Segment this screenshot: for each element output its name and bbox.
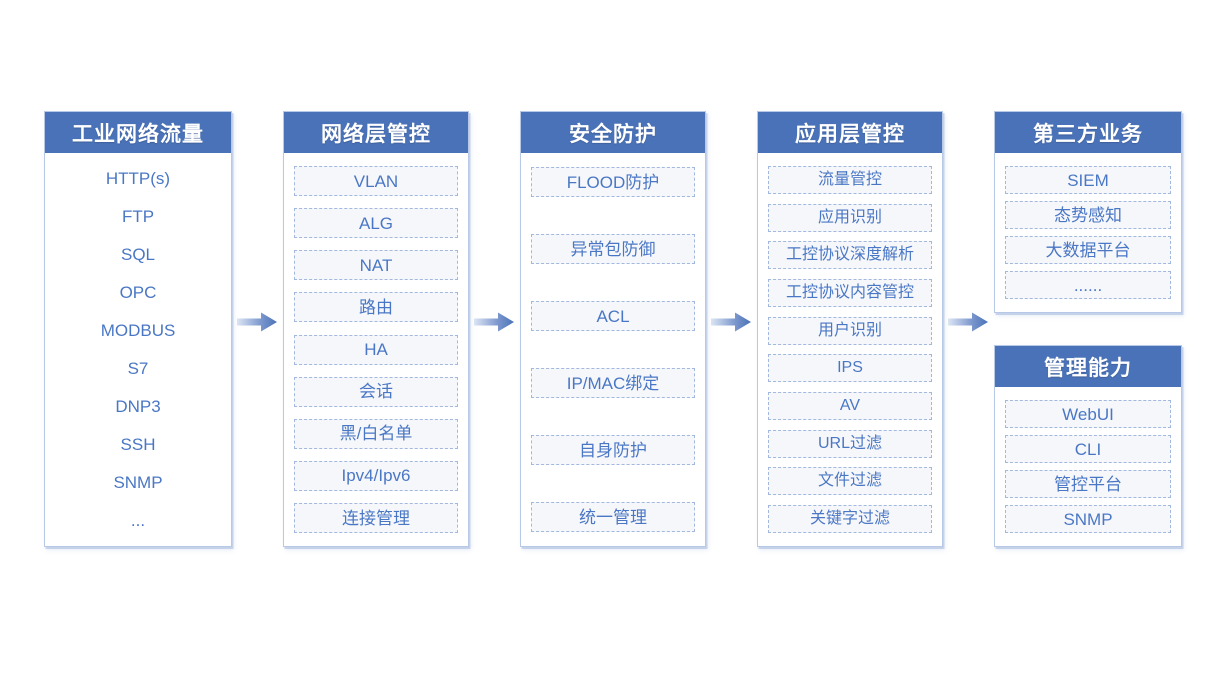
column-management-capability: 管理能力 WebUI CLI 管控平台 SNMP bbox=[994, 345, 1182, 547]
feature-item: 路由 bbox=[294, 292, 458, 323]
protocol-item: SSH bbox=[120, 435, 156, 455]
protocol-item: MODBUS bbox=[100, 320, 176, 340]
feature-item-ellipsis: ...... bbox=[1005, 271, 1171, 299]
arrow-right-icon bbox=[711, 312, 751, 332]
column-body-security: FLOOD防护 异常包防御 ACL IP/MAC绑定 自身防护 统一管理 bbox=[521, 153, 705, 546]
feature-item: 文件过滤 bbox=[768, 467, 932, 496]
feature-item: 态势感知 bbox=[1005, 201, 1171, 229]
column-application-layer-control: 应用层管控 流量管控 应用识别 工控协议深度解析 工控协议内容管控 用户识别 I… bbox=[757, 111, 943, 547]
feature-item: SIEM bbox=[1005, 166, 1171, 194]
feature-item: 工控协议内容管控 bbox=[768, 278, 932, 307]
protocol-item: DNP3 bbox=[115, 397, 161, 417]
feature-item: 统一管理 bbox=[531, 502, 695, 532]
feature-item: 流量管控 bbox=[768, 166, 932, 194]
arrow-right-icon bbox=[948, 312, 988, 332]
feature-item: 关键字过滤 bbox=[768, 504, 932, 533]
arrow-right-icon bbox=[474, 312, 514, 332]
feature-item: 应用识别 bbox=[768, 203, 932, 232]
feature-item: URL过滤 bbox=[768, 429, 932, 458]
feature-item: AV bbox=[768, 391, 932, 420]
feature-item: FLOOD防护 bbox=[531, 167, 695, 197]
column-header-security: 安全防护 bbox=[521, 112, 705, 153]
feature-item: IP/MAC绑定 bbox=[531, 368, 695, 398]
feature-item: 大数据平台 bbox=[1005, 236, 1171, 264]
column-network-layer-control: 网络层管控 VLAN ALG NAT 路由 HA 会话 黑/白名单 Ipv4/I… bbox=[283, 111, 469, 547]
column-header-third-party: 第三方业务 bbox=[995, 112, 1181, 153]
feature-item: 连接管理 bbox=[294, 503, 458, 533]
column-header-industrial-traffic: 工业网络流量 bbox=[45, 112, 231, 153]
protocol-item: SQL bbox=[120, 244, 156, 264]
column-body-management: WebUI CLI 管控平台 SNMP bbox=[995, 387, 1181, 546]
arrow-right-icon bbox=[237, 312, 277, 332]
feature-item: Ipv4/Ipv6 bbox=[294, 460, 458, 491]
protocol-item: S7 bbox=[127, 359, 149, 379]
column-security-protection: 安全防护 FLOOD防护 异常包防御 ACL IP/MAC绑定 自身防护 统一管… bbox=[520, 111, 706, 547]
feature-item: HA bbox=[294, 334, 458, 365]
feature-item: ACL bbox=[531, 301, 695, 331]
feature-item: 会话 bbox=[294, 376, 458, 407]
feature-item: CLI bbox=[1005, 435, 1171, 463]
feature-item: 自身防护 bbox=[531, 435, 695, 465]
protocol-item: OPC bbox=[119, 282, 157, 302]
feature-item: 异常包防御 bbox=[531, 234, 695, 264]
feature-item: ALG bbox=[294, 208, 458, 239]
feature-item: 黑/白名单 bbox=[294, 418, 458, 449]
column-header-network-layer: 网络层管控 bbox=[284, 112, 468, 153]
feature-item: 用户识别 bbox=[768, 316, 932, 345]
feature-item: 工控协议深度解析 bbox=[768, 241, 932, 270]
feature-item: VLAN bbox=[294, 166, 458, 196]
column-body-industrial-traffic: HTTP(s) FTP SQL OPC MODBUS S7 DNP3 SSH S… bbox=[45, 153, 231, 546]
feature-item: SNMP bbox=[1005, 505, 1171, 533]
column-header-management: 管理能力 bbox=[995, 346, 1181, 387]
feature-item: WebUI bbox=[1005, 400, 1171, 428]
protocol-item: FTP bbox=[121, 206, 155, 226]
protocol-item: SNMP bbox=[113, 473, 163, 493]
column-body-application-layer: 流量管控 应用识别 工控协议深度解析 工控协议内容管控 用户识别 IPS AV … bbox=[758, 153, 942, 546]
column-body-network-layer: VLAN ALG NAT 路由 HA 会话 黑/白名单 Ipv4/Ipv6 连接… bbox=[284, 153, 468, 546]
column-third-party-services: 第三方业务 SIEM 态势感知 大数据平台 ...... bbox=[994, 111, 1182, 313]
column-header-application-layer: 应用层管控 bbox=[758, 112, 942, 153]
column-body-third-party: SIEM 态势感知 大数据平台 ...... bbox=[995, 153, 1181, 312]
feature-item: NAT bbox=[294, 250, 458, 281]
protocol-item-ellipsis: ... bbox=[130, 511, 146, 531]
protocol-item: HTTP(s) bbox=[105, 168, 171, 188]
column-industrial-traffic: 工业网络流量 HTTP(s) FTP SQL OPC MODBUS S7 DNP… bbox=[44, 111, 232, 547]
feature-item: IPS bbox=[768, 354, 932, 383]
feature-item: 管控平台 bbox=[1005, 470, 1171, 498]
